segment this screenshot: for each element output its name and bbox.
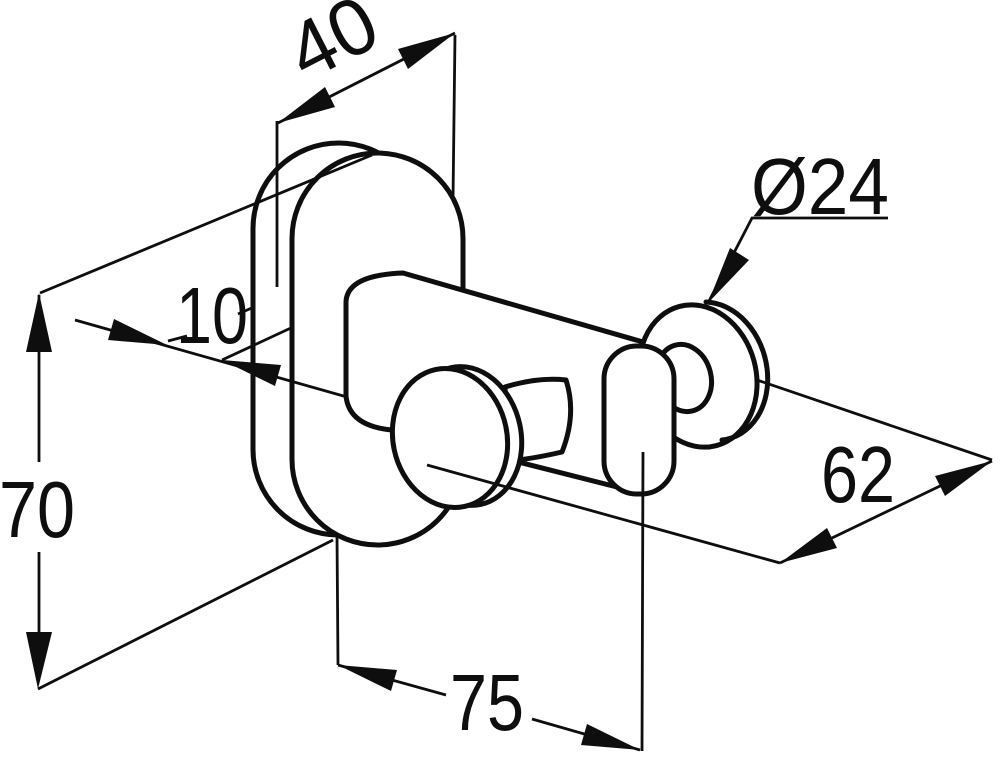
front-hook-cap-face [389,366,511,510]
dim-40-arrow-right [398,33,455,69]
dim-10-group: 10 [74,271,348,399]
hook-body-group [250,140,771,548]
dim-label-end-offset: 62 [821,430,895,519]
dim-label-plate-height: 70 [0,465,75,554]
dim-70-arrow-bottom [26,632,52,689]
dim-62-arrow-left [780,528,837,563]
dim-75-group: 75 [335,451,645,752]
dim-70-line [37,153,373,691]
dim-label-plate-thickness: 10 [176,271,248,360]
dim-70-group: 70 [0,153,373,691]
dim-label-projection: 75 [450,658,524,747]
dim-62-arrow-right [935,461,992,496]
dim-label-plate-width: 40 [273,0,392,97]
dim-10-arrow-right [222,360,281,386]
dim-62-group: 62 [426,378,993,565]
dim-70-arrow-top [26,293,52,352]
dim-10-line [74,305,348,399]
dim-diameter-arrow [708,248,749,303]
end-disc-rim-line [703,299,771,443]
dim-diameter-group: Ø24 [706,142,889,304]
dim-40-arrow-left [278,87,335,123]
dim-75-arrow-left [338,665,397,691]
end-hook-knob [601,343,677,497]
dim-75-arrow-right [581,724,640,750]
dim-10-arrow-left [108,319,167,345]
dim-label-knob-diameter: Ø24 [751,142,889,231]
